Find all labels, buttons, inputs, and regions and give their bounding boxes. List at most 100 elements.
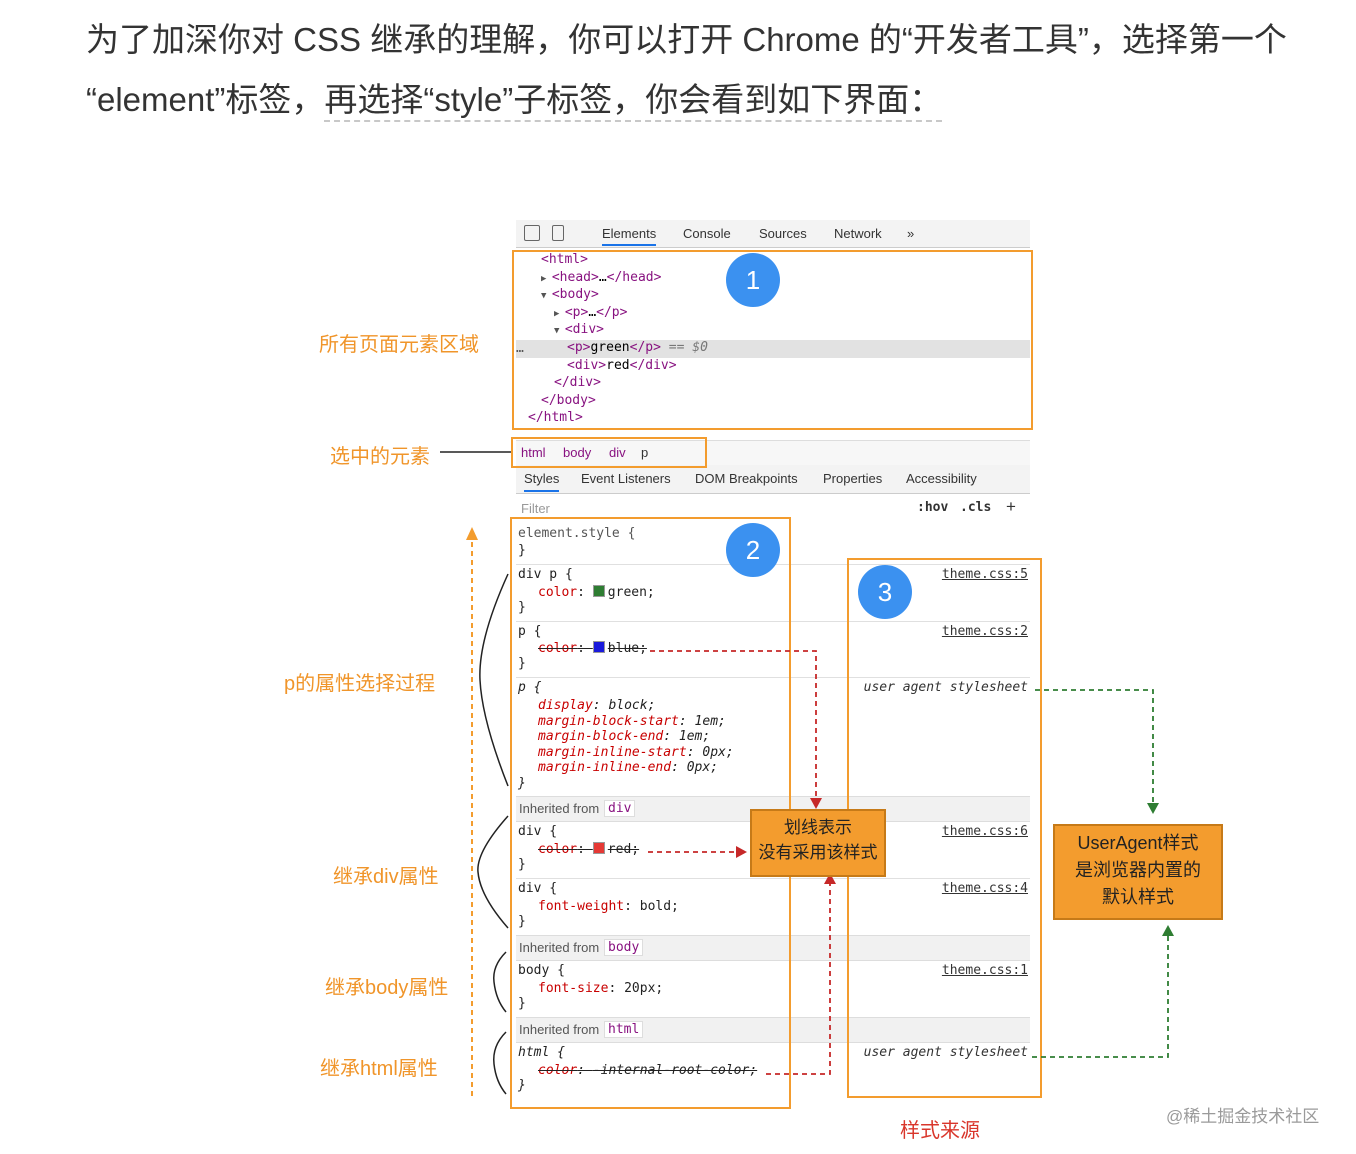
- collapse-triangle-icon[interactable]: ▼: [554, 326, 565, 337]
- tab-styles[interactable]: Styles: [524, 471, 560, 492]
- p-declaration-overridden[interactable]: color: blue;: [538, 641, 647, 656]
- label-all-elements: 所有页面元素区域: [319, 334, 479, 356]
- green-arrowhead: [1147, 803, 1159, 814]
- device-toolbar-icon[interactable]: [552, 225, 564, 241]
- div1-declaration-overridden[interactable]: color: red;: [538, 842, 640, 857]
- dom-node-row[interactable]: <html>: [541, 251, 588, 269]
- rule-close: }: [518, 1078, 526, 1093]
- div1-source-link[interactable]: theme.css:6: [941, 824, 1028, 839]
- brace-inherit-html: [493, 1031, 507, 1095]
- tab-console[interactable]: Console: [683, 226, 731, 241]
- label-selected-element: 选中的元素: [330, 446, 430, 468]
- more-tabs-button[interactable]: »: [907, 226, 915, 241]
- color-swatch-green[interactable]: [592, 585, 605, 597]
- more-actions-ellipsis[interactable]: …: [516, 341, 524, 356]
- divp-value: green;: [607, 585, 655, 600]
- tab-event-listeners[interactable]: Event Listeners: [581, 471, 671, 486]
- dom-node-markup: <div>: [564, 322, 604, 338]
- green-arrowhead: [1162, 925, 1174, 936]
- rule-divider: [516, 677, 1030, 678]
- collapse-triangle-icon[interactable]: ▼: [541, 291, 552, 302]
- dom-node-row[interactable]: ▶ <p>…</p>: [554, 304, 627, 322]
- breadcrumb-body[interactable]: body: [563, 445, 592, 460]
- hov-toggle[interactable]: :hov: [917, 500, 949, 515]
- inherited-div-link[interactable]: div: [604, 800, 636, 817]
- new-rule-button[interactable]: +: [1006, 497, 1016, 516]
- dom-node-row[interactable]: <div>red</div>: [567, 357, 677, 375]
- color-swatch-blue[interactable]: [592, 641, 605, 653]
- html-selector: html {: [518, 1045, 565, 1060]
- ua-prop: margin-inline-start: [538, 744, 687, 760]
- div1-selector[interactable]: div {: [518, 824, 558, 839]
- ua-value: : 1em;: [678, 713, 726, 729]
- div2-selector[interactable]: div {: [518, 881, 558, 896]
- divp-declaration[interactable]: color: green;: [538, 585, 655, 600]
- p-selector[interactable]: p {: [518, 624, 542, 639]
- tab-elements[interactable]: Elements: [602, 226, 657, 246]
- dom-node-markup: <div>red</div>: [567, 357, 677, 373]
- badge-3: 3: [858, 565, 912, 619]
- dom-node-row[interactable]: <p>green</p> == $0: [567, 339, 708, 357]
- brace-inherit-body: [493, 951, 507, 1013]
- dom-node-row[interactable]: </body>: [541, 392, 596, 410]
- html-prop: color: [538, 1063, 578, 1078]
- callout-strikethrough: 划线表示 没有采用该样式: [750, 809, 886, 877]
- dom-node-row[interactable]: ▼ <body>: [541, 286, 599, 304]
- intro-line-2-a: “element”标签，: [86, 81, 325, 118]
- green-arrow-from-ua-p: [1035, 689, 1154, 806]
- dom-node-row[interactable]: </html>: [528, 409, 583, 427]
- p-value: blue;: [607, 641, 647, 656]
- tab-network[interactable]: Network: [834, 226, 882, 241]
- callout-useragent: UserAgent样式 是浏览器内置的 默认样式: [1053, 824, 1223, 920]
- red-arrowhead: [736, 846, 747, 858]
- red-arrowhead: [824, 873, 836, 884]
- expand-triangle-icon[interactable]: ▶: [554, 308, 565, 319]
- cls-toggle[interactable]: .cls: [960, 500, 992, 515]
- expand-triangle-icon[interactable]: ▶: [541, 273, 552, 284]
- divp-source-link[interactable]: theme.css:5: [941, 567, 1028, 582]
- inspect-icon[interactable]: [524, 225, 540, 241]
- tab-accessibility[interactable]: Accessibility: [906, 471, 977, 486]
- ua-declaration: display: block;: [538, 698, 655, 713]
- inherited-html-link[interactable]: html: [604, 1021, 644, 1038]
- dom-node-markup: <body>: [551, 287, 599, 303]
- div2-declaration[interactable]: font-weight: bold;: [538, 899, 679, 914]
- callout-ua-line1: UserAgent样式: [1077, 833, 1199, 853]
- body-declaration[interactable]: font-size: 20px;: [538, 981, 664, 996]
- html-source-label: user agent stylesheet: [863, 1045, 1028, 1060]
- dom-node-row[interactable]: ▶ <head>…</head>: [541, 269, 661, 287]
- callout-ua-line3: 默认样式: [1102, 887, 1174, 907]
- watermark: @稀土掘金技术社区: [1166, 1107, 1320, 1126]
- label-style-source: 样式来源: [900, 1120, 980, 1142]
- divp-selector[interactable]: div p {: [518, 567, 573, 582]
- filter-input[interactable]: Filter: [521, 501, 550, 516]
- tab-sources[interactable]: Sources: [759, 226, 807, 241]
- red-arrow-from-html: [766, 880, 831, 1075]
- intro-line-2-b: 再选择“style”子标签，你会看到如下界面：: [324, 81, 943, 122]
- body-selector[interactable]: body {: [518, 963, 565, 978]
- callout-ua-line2: 是浏览器内置的: [1075, 860, 1201, 880]
- ua-p-selector: p {: [518, 680, 542, 695]
- breadcrumb-div[interactable]: div: [609, 445, 626, 460]
- divp-prop: color: [538, 585, 578, 600]
- breadcrumb-html[interactable]: html: [521, 445, 546, 460]
- div2-source-link[interactable]: theme.css:4: [941, 881, 1028, 896]
- dom-node-row[interactable]: </div>: [554, 374, 601, 392]
- ua-prop: margin-inline-end: [538, 760, 672, 776]
- body-source-link[interactable]: theme.css:1: [941, 963, 1028, 978]
- selected-row-highlight: [516, 340, 1030, 358]
- inherited-from-body-header: Inherited from body: [516, 935, 1030, 961]
- dom-node-row[interactable]: ▼ <div>: [554, 321, 604, 339]
- p-source-link[interactable]: theme.css:2: [941, 624, 1028, 639]
- tab-dom-breakpoints[interactable]: DOM Breakpoints: [695, 471, 798, 486]
- breadcrumb-p[interactable]: p: [641, 445, 649, 460]
- ua-declaration: margin-block-end: 1em;: [538, 729, 710, 744]
- inherited-body-link[interactable]: body: [604, 939, 644, 956]
- green-arrow-from-ua-html: [1032, 932, 1169, 1058]
- tab-properties[interactable]: Properties: [823, 471, 883, 486]
- color-swatch-red[interactable]: [592, 842, 605, 854]
- inherited-label: Inherited from: [519, 1022, 600, 1037]
- intro-line-1: 为了加深你对 CSS 继承的理解，你可以打开 Chrome 的“开发者工具”，选…: [86, 21, 1287, 58]
